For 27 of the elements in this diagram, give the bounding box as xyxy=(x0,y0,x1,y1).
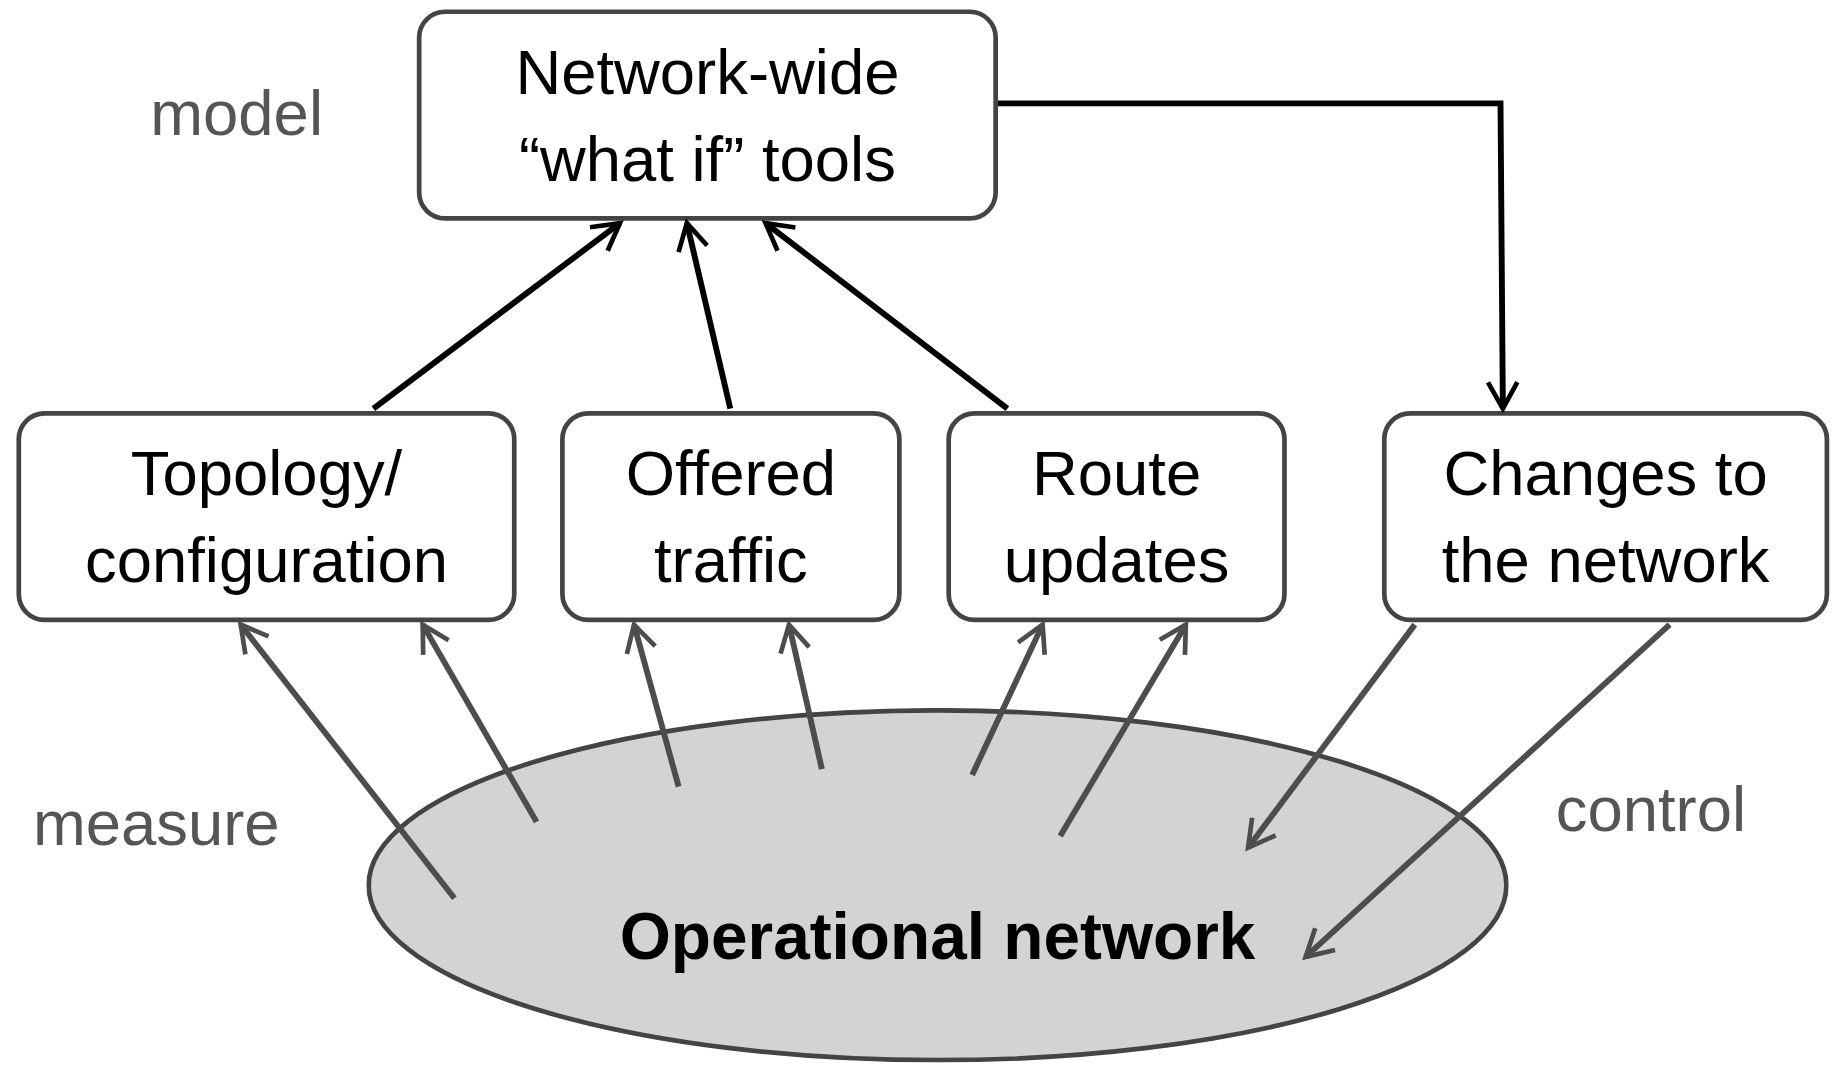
arrow xyxy=(238,622,457,900)
process-box xyxy=(416,9,998,221)
side-label: control xyxy=(1555,772,1746,846)
arrow xyxy=(676,220,734,410)
arrow xyxy=(1245,622,1418,851)
process-box xyxy=(1381,410,1830,623)
arrow xyxy=(998,100,1520,411)
node-label: Topology/ configuration xyxy=(84,436,450,598)
process-box xyxy=(946,410,1287,623)
node-label: Offered traffic xyxy=(624,436,838,598)
arrow xyxy=(624,622,682,788)
side-label: measure xyxy=(32,786,280,860)
arrow xyxy=(778,622,825,770)
process-box xyxy=(16,410,517,623)
arrow xyxy=(1303,622,1672,960)
ellipse-node xyxy=(366,708,1509,1063)
node-label: Operational network xyxy=(619,898,1256,976)
node-label: Changes to the network xyxy=(1440,436,1771,598)
arrow xyxy=(1057,622,1189,838)
node-label: Route updates xyxy=(1002,436,1231,598)
arrow xyxy=(969,622,1048,777)
node-label: Network-wide “what if” tools xyxy=(514,35,901,196)
process-box xyxy=(560,410,902,623)
arrow xyxy=(420,622,540,824)
side-label: model xyxy=(150,76,323,150)
arrow xyxy=(763,220,1010,411)
arrow xyxy=(371,220,623,411)
